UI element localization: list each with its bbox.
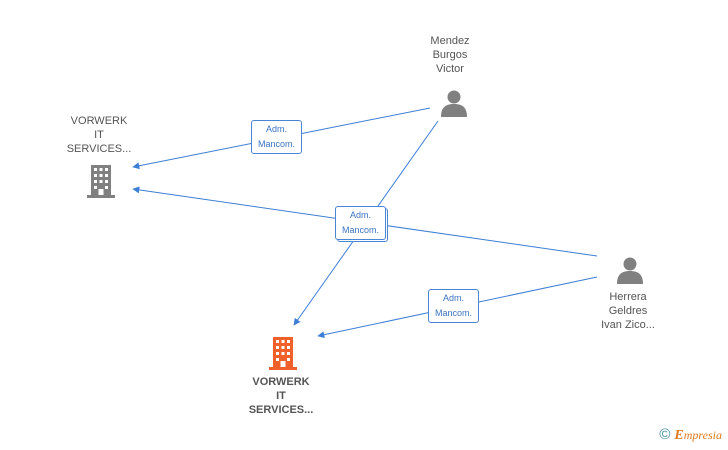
brand-initial: E [674,428,684,443]
edge-label-mendez-to-top: Adm. Mancom. [251,120,303,154]
company-name-main[interactable]: VORWERK IT SERVICES... [248,376,314,416]
person-name-herrera[interactable]: Herrera Geldres Ivan Zico... [601,291,655,331]
brand-watermark: ©Empresia [659,426,722,444]
copyright-symbol: © [659,426,671,443]
person-icon[interactable] [615,255,645,285]
building-icon-highlighted[interactable] [267,336,299,370]
building-icon[interactable] [85,164,117,198]
person-name-mendez[interactable]: Mendez Burgos Victor [430,35,470,75]
edge-label-shared: Adm. Mancom. [335,206,387,240]
edge-label-herrera-to-main: Adm. Mancom. [428,289,480,323]
person-icon[interactable] [439,88,469,118]
company-name-top[interactable]: VORWERK IT SERVICES... [66,115,132,155]
brand-name: mpresia [683,428,722,442]
